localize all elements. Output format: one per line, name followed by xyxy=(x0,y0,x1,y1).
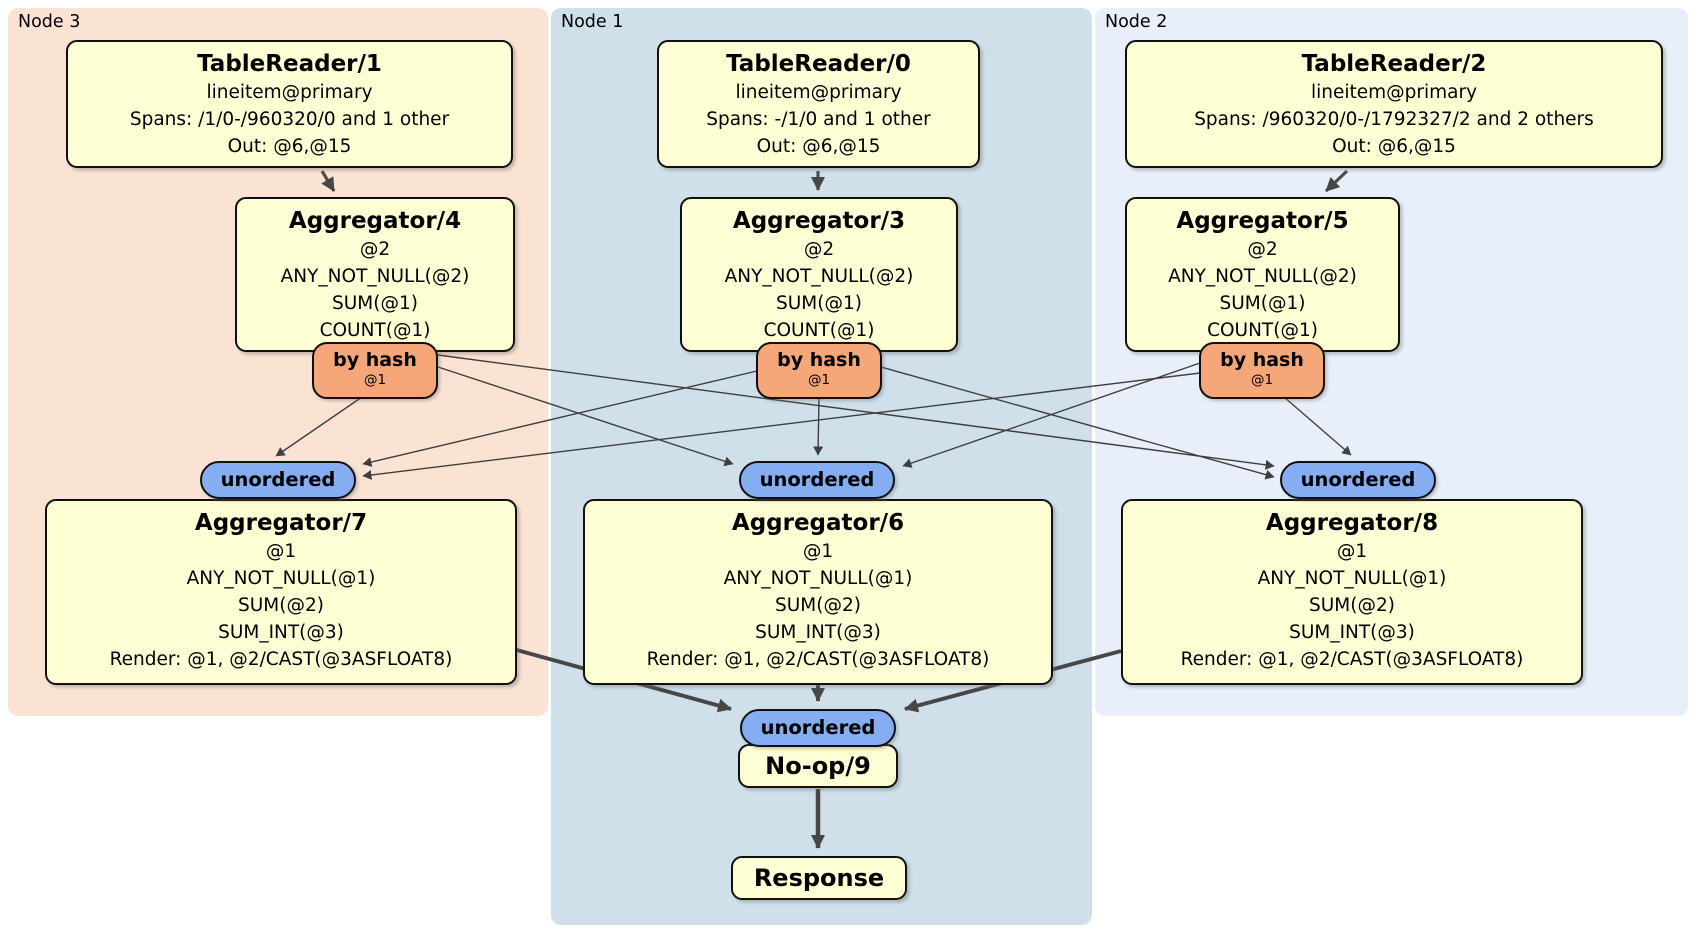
processor-detail: @2 xyxy=(803,239,835,260)
processor-title: No-op/9 xyxy=(765,752,871,780)
processor-detail: Spans: /960320/0-/1792327/2 and 2 others xyxy=(1194,109,1594,130)
processor-detail: Out: @6,@15 xyxy=(1332,136,1456,157)
processor-title: Aggregator/3 xyxy=(732,208,906,234)
processor-title: TableReader/1 xyxy=(197,51,382,77)
processor-detail: lineitem@primary xyxy=(735,82,902,103)
processor-aggregator-3: Aggregator/3 @2 ANY_NOT_NULL(@2) SUM(@1)… xyxy=(680,197,958,352)
processor-detail: lineitem@primary xyxy=(1310,82,1478,103)
sync-unordered-final: unordered xyxy=(740,709,896,747)
processor-detail: ANY_NOT_NULL(@1) xyxy=(1257,568,1447,589)
processor-detail: Render: @1, @2/CAST(@3ASFLOAT8) xyxy=(1180,649,1524,670)
processor-detail: COUNT(@1) xyxy=(763,320,875,341)
processor-aggregator-4: Aggregator/4 @2 ANY_NOT_NULL(@2) SUM(@1)… xyxy=(235,197,515,352)
processor-aggregator-6: Aggregator/6 @1 ANY_NOT_NULL(@1) SUM(@2)… xyxy=(583,499,1053,685)
processor-title: Response xyxy=(753,864,885,892)
edge-router3-sync7 xyxy=(362,370,758,467)
processor-detail: SUM_INT(@3) xyxy=(1289,622,1415,643)
processor-detail: Spans: -/1/0 and 1 other xyxy=(706,109,931,130)
processor-detail: SUM(@1) xyxy=(776,293,862,314)
processor-detail: SUM(@1) xyxy=(332,293,418,314)
processor-detail: @1 xyxy=(1336,541,1368,562)
processor-noop-9: No-op/9 xyxy=(738,744,898,788)
processor-response: Response xyxy=(731,856,907,900)
edge-router3-sync8 xyxy=(880,366,1275,480)
processor-detail: ANY_NOT_NULL(@1) xyxy=(186,568,376,589)
processor-tablereader-1: TableReader/1 lineitem@primary Spans: /1… xyxy=(66,40,513,168)
processor-title: Aggregator/8 xyxy=(1265,510,1439,536)
processor-title: Aggregator/5 xyxy=(1176,208,1349,234)
processor-detail: SUM(@2) xyxy=(775,595,861,616)
processor-aggregator-5: Aggregator/5 @2 ANY_NOT_NULL(@2) SUM(@1)… xyxy=(1125,197,1400,352)
processor-detail: SUM(@2) xyxy=(238,595,324,616)
processor-title: Aggregator/6 xyxy=(731,510,905,536)
edge-router3-sync6 xyxy=(813,397,824,456)
processor-detail: Render: @1, @2/CAST(@3ASFLOAT8) xyxy=(646,649,990,670)
node3-label: Node 3 xyxy=(18,12,81,32)
processor-detail: ANY_NOT_NULL(@2) xyxy=(280,266,470,287)
processor-aggregator-7: Aggregator/7 @1 ANY_NOT_NULL(@1) SUM(@2)… xyxy=(45,499,517,685)
router-label: by hash xyxy=(777,349,861,371)
processor-detail: @2 xyxy=(1247,239,1278,260)
edge-router5-sync6 xyxy=(902,362,1201,468)
edge-router5-sync7 xyxy=(362,372,1201,480)
router-by-hash-4: by hash @1 xyxy=(312,342,438,399)
router-label: by hash xyxy=(1220,349,1304,371)
processor-detail: ANY_NOT_NULL(@1) xyxy=(723,568,913,589)
edge-router5-sync8 xyxy=(1283,396,1352,456)
edge-router4-sync6 xyxy=(437,366,734,467)
processor-detail: @2 xyxy=(359,239,391,260)
processor-detail: lineitem@primary xyxy=(206,82,373,103)
router-key: @1 xyxy=(1250,372,1274,388)
sync-unordered-7: unordered xyxy=(200,461,356,499)
processor-detail: @1 xyxy=(802,541,834,562)
processor-detail: COUNT(@1) xyxy=(1207,320,1318,341)
processor-detail: SUM_INT(@3) xyxy=(218,622,344,643)
router-by-hash-3: by hash @1 xyxy=(756,342,882,399)
processor-detail: Out: @6,@15 xyxy=(756,136,881,157)
processor-title: Aggregator/7 xyxy=(194,510,368,536)
router-key: @1 xyxy=(807,372,831,388)
edge-tr2-agg5 xyxy=(1324,169,1349,193)
edge-tr1-agg4 xyxy=(320,170,336,192)
processor-detail: SUM(@2) xyxy=(1309,595,1395,616)
router-key: @1 xyxy=(363,372,387,388)
processor-detail: Render: @1, @2/CAST(@3ASFLOAT8) xyxy=(109,649,453,670)
edge-router4-sync7 xyxy=(275,396,363,457)
router-label: by hash xyxy=(333,349,417,371)
router-by-hash-5: by hash @1 xyxy=(1199,342,1325,399)
processor-title: TableReader/0 xyxy=(726,51,911,77)
sync-unordered-8: unordered xyxy=(1280,461,1436,499)
processor-detail: SUM(@1) xyxy=(1219,293,1306,314)
processor-aggregator-8: Aggregator/8 @1 ANY_NOT_NULL(@1) SUM(@2)… xyxy=(1121,499,1583,685)
processor-detail: Out: @6,@15 xyxy=(227,136,352,157)
processor-title: TableReader/2 xyxy=(1301,51,1487,77)
processor-detail: Spans: /1/0-/960320/0 and 1 other xyxy=(129,109,450,130)
node1-label: Node 1 xyxy=(561,12,624,32)
processor-detail: ANY_NOT_NULL(@2) xyxy=(1168,266,1357,287)
processor-title: Aggregator/4 xyxy=(288,208,462,234)
processor-detail: SUM_INT(@3) xyxy=(755,622,881,643)
sync-unordered-6: unordered xyxy=(739,461,895,499)
node2-label: Node 2 xyxy=(1105,12,1168,32)
processor-detail: ANY_NOT_NULL(@2) xyxy=(724,266,914,287)
edge-router4-sync8 xyxy=(437,354,1275,470)
processor-detail: COUNT(@1) xyxy=(319,320,431,341)
processor-tablereader-0: TableReader/0 lineitem@primary Spans: -/… xyxy=(657,40,980,168)
processor-tablereader-2: TableReader/2 lineitem@primary Spans: /9… xyxy=(1125,40,1663,168)
processor-detail: @1 xyxy=(265,541,297,562)
